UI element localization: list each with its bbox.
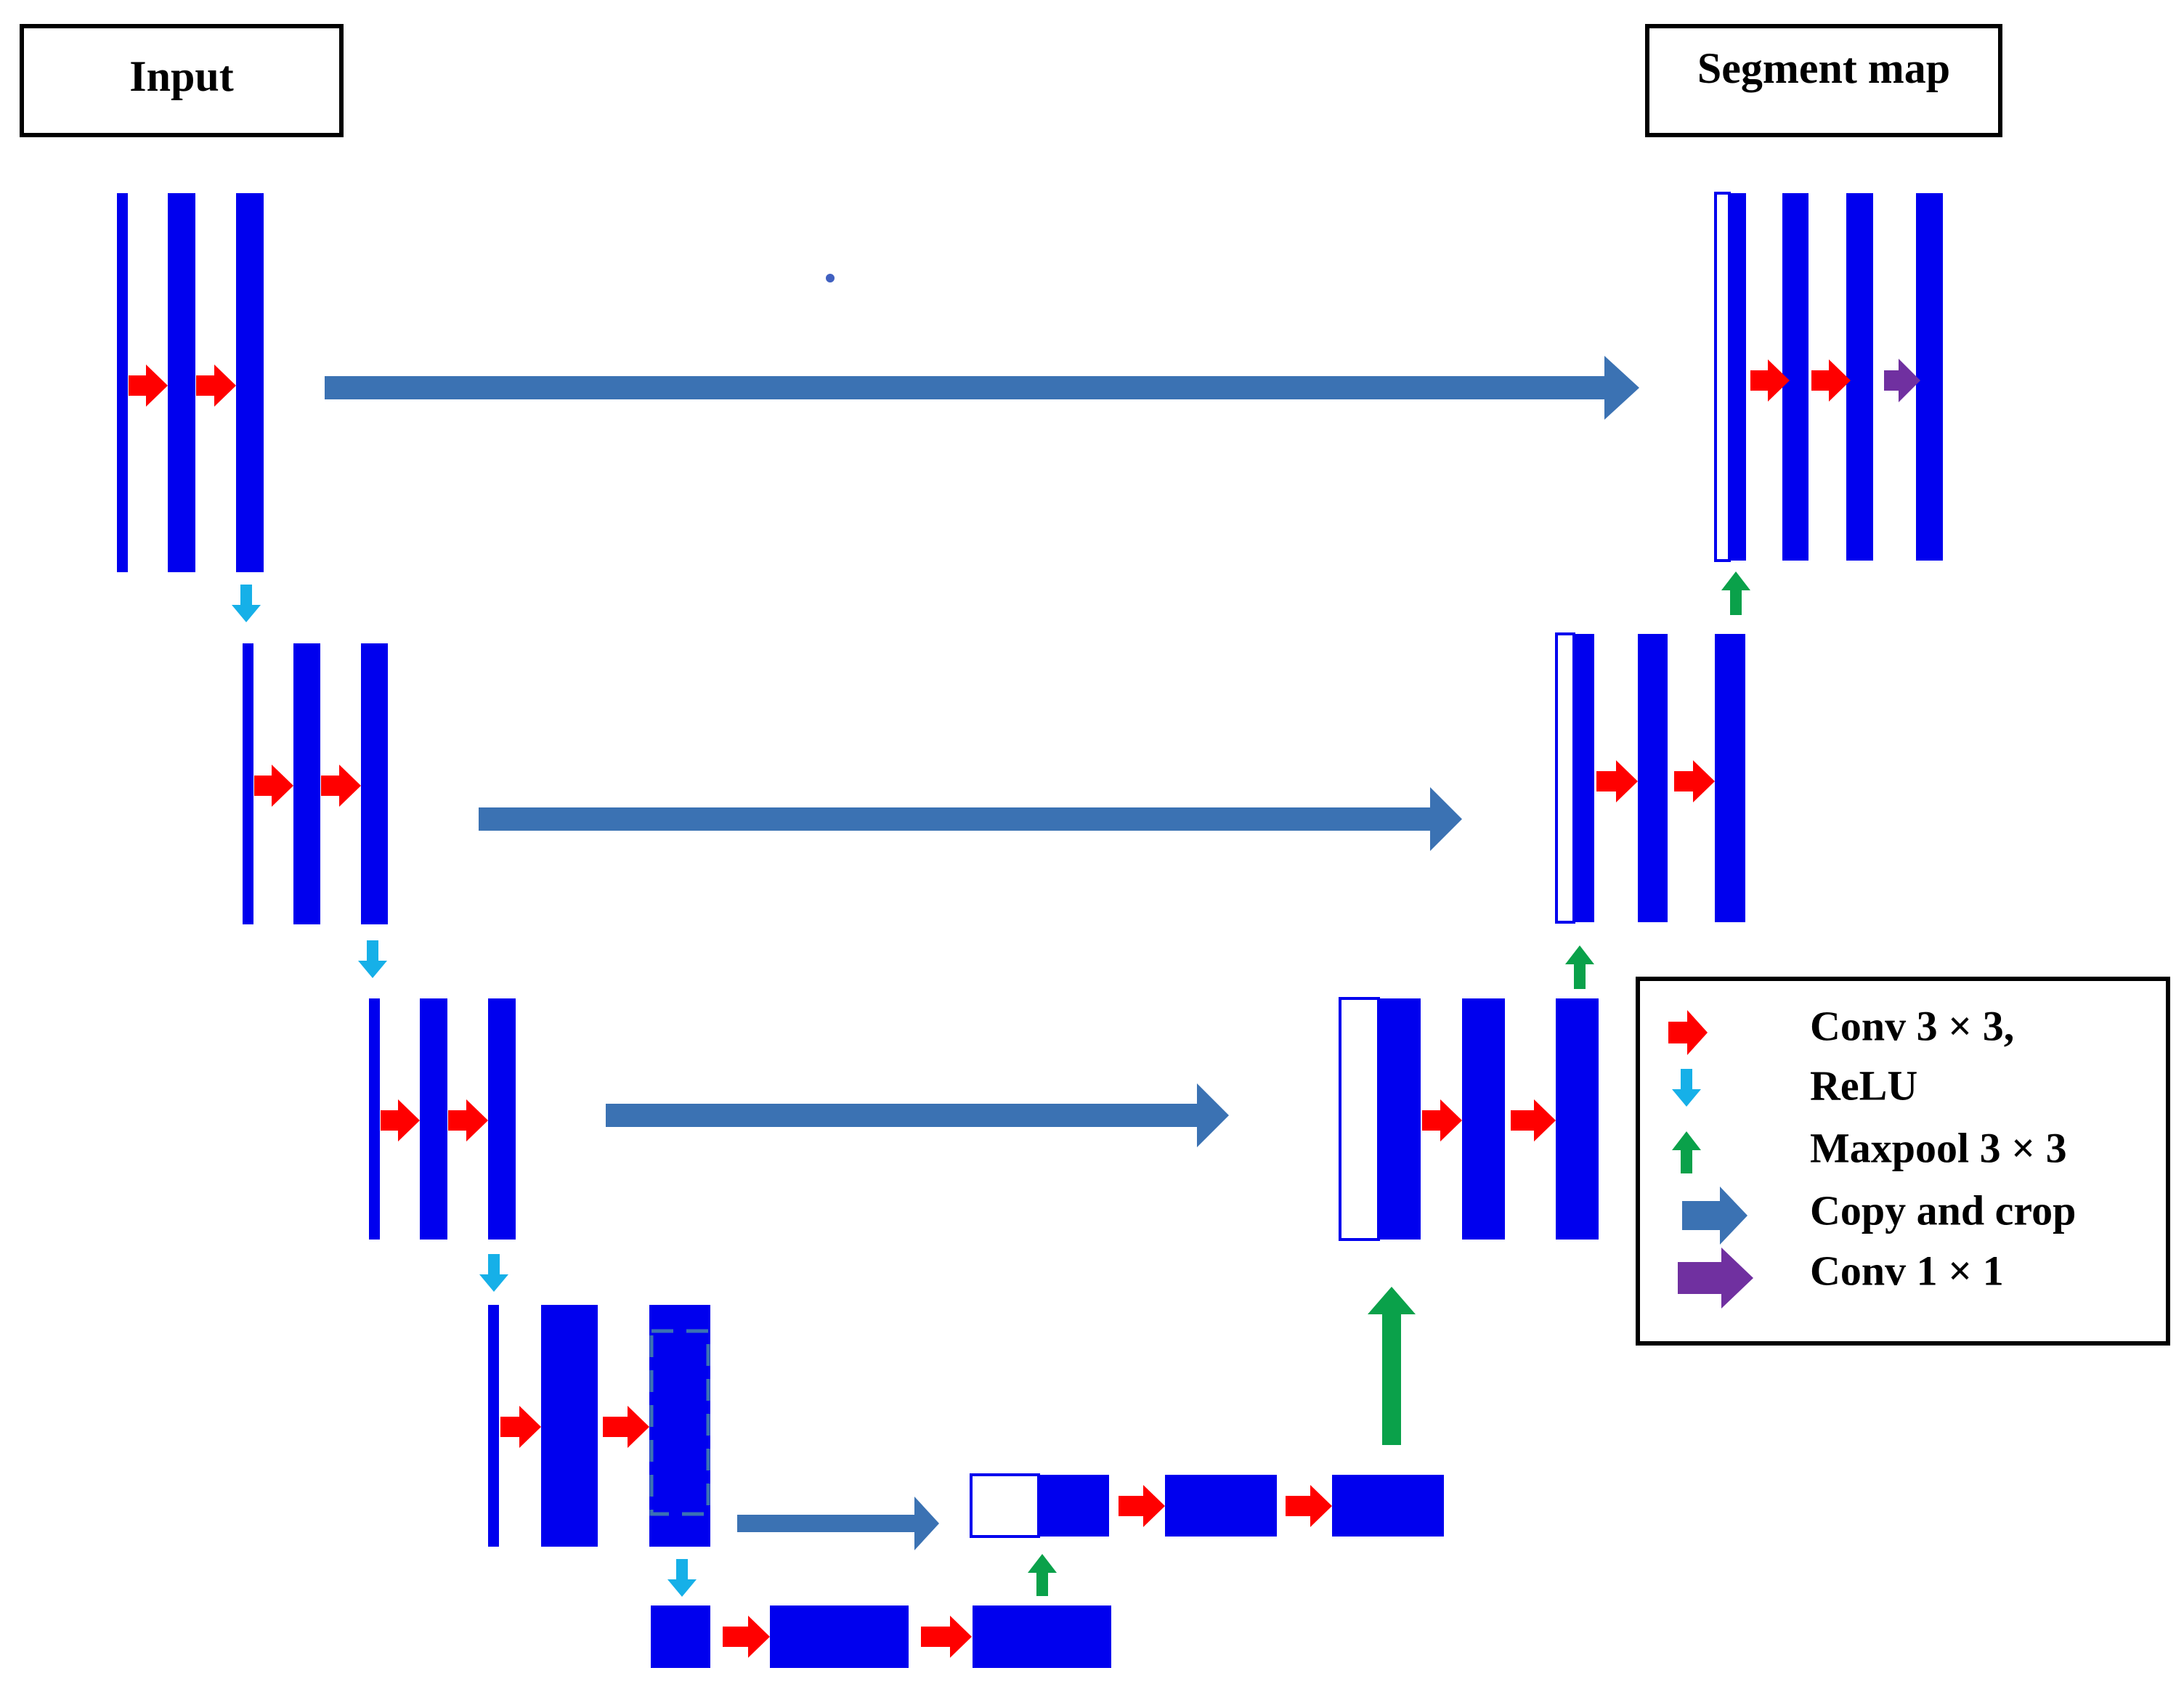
copy-crop-arrows xyxy=(325,356,1639,1550)
conv-arrow-icon xyxy=(1674,760,1715,802)
relu-arrows xyxy=(232,585,697,1597)
conv-arrow-icon xyxy=(196,365,236,407)
encoder-level-1 xyxy=(117,193,264,572)
red-arrow-icon xyxy=(1668,1010,1708,1055)
conv-arrow-icon xyxy=(381,1099,420,1141)
decoder-level-1 xyxy=(1714,192,1943,562)
conv-arrow-icon xyxy=(921,1616,972,1658)
relu-arrow-icon xyxy=(667,1559,697,1597)
purple-arrow-icon xyxy=(1678,1248,1753,1309)
legend-label-conv3x3: Conv 3 × 3, xyxy=(1810,1002,2014,1049)
conv-arrow-icon xyxy=(1811,359,1851,402)
conv-arrow-icon xyxy=(1750,359,1790,402)
maxpool-arrow-icon xyxy=(1028,1554,1057,1596)
legend-label-relu: ReLU xyxy=(1810,1062,1917,1109)
conv-arrow-icon xyxy=(1422,1099,1462,1141)
green-up-arrow-icon xyxy=(1672,1131,1701,1173)
maxpool-arrow-icon xyxy=(1368,1287,1416,1445)
conv-arrow-icon xyxy=(500,1406,541,1448)
input-label: Input xyxy=(129,52,233,100)
crop-region xyxy=(649,1329,710,1516)
conv-arrows xyxy=(129,359,1851,1658)
maxpool-arrows xyxy=(1028,571,1750,1596)
relu-arrow-icon xyxy=(479,1254,508,1292)
cyan-down-arrow-icon xyxy=(1672,1069,1701,1107)
stray-dot xyxy=(826,274,835,282)
copy-crop-arrow-icon xyxy=(606,1083,1229,1147)
conv-arrow-icon xyxy=(723,1616,770,1658)
conv-arrow-icon xyxy=(254,765,293,807)
legend-label-copy-crop: Copy and crop xyxy=(1810,1187,2076,1234)
conv1x1-arrow-icon xyxy=(1884,359,1920,402)
conv-arrow-icon xyxy=(1596,760,1638,802)
copy-crop-arrow-icon xyxy=(325,356,1639,420)
conv-arrow-icon xyxy=(603,1406,649,1448)
legend: Conv 3 × 3, ReLU Maxpool 3 × 3 Copy and … xyxy=(1636,977,2170,1346)
steel-blue-arrow-icon xyxy=(1682,1187,1747,1245)
maxpool-arrow-icon xyxy=(1565,945,1594,989)
encoder-level-4 xyxy=(488,1305,710,1547)
conv-arrow-icon xyxy=(1119,1485,1165,1527)
decoder-level-3 xyxy=(1339,997,1599,1241)
decoder-level-2 xyxy=(1555,632,1745,924)
conv-arrow-icon xyxy=(1511,1099,1556,1141)
relu-arrow-icon xyxy=(232,585,261,622)
encoder-level-2 xyxy=(243,643,388,924)
conv-arrow-icon xyxy=(1286,1485,1332,1527)
maxpool-arrow-icon xyxy=(1721,571,1750,615)
encoder-level-3 xyxy=(369,998,516,1240)
copy-crop-arrow-icon xyxy=(479,787,1462,851)
relu-arrow-icon xyxy=(358,940,387,978)
legend-label-maxpool: Maxpool 3 × 3 xyxy=(1810,1124,2067,1171)
conv-arrow-icon xyxy=(129,365,168,407)
segment-map-box: Segment map xyxy=(1645,24,2002,137)
legend-label-conv1x1: Conv 1 × 1 xyxy=(1810,1247,2004,1294)
segment-map-label: Segment map xyxy=(1697,44,1950,92)
decoder-level-4 xyxy=(970,1473,1444,1538)
conv-arrow-icon xyxy=(321,765,361,807)
input-box: Input xyxy=(20,24,344,137)
bottleneck xyxy=(651,1605,1111,1668)
copy-crop-arrow-icon xyxy=(737,1497,939,1550)
conv-arrow-icon xyxy=(448,1099,488,1141)
